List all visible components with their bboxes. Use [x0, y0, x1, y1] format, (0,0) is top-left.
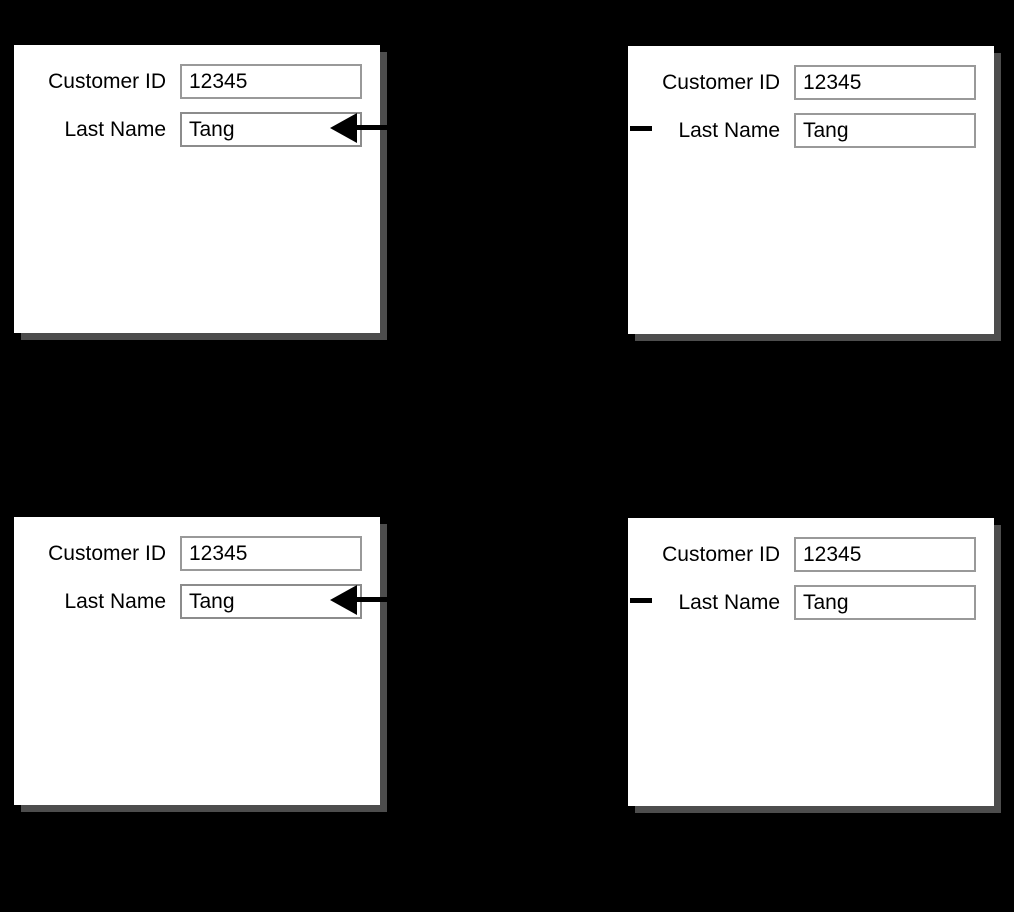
connector-line-segment: [357, 597, 397, 602]
form-row-customer-id: Customer ID 12345: [14, 63, 380, 99]
input-customer-id[interactable]: 12345: [794, 64, 976, 100]
label-last-name: Last Name: [678, 590, 780, 614]
panel-surface: Customer ID 12345 Last Name Tang: [14, 517, 380, 805]
input-customer-id[interactable]: 12345: [180, 63, 362, 99]
panel-top-left: Customer ID 12345 Last Name Tang: [14, 45, 387, 340]
input-last-name[interactable]: Tang: [794, 112, 976, 148]
input-customer-id[interactable]: 12345: [794, 536, 976, 572]
panel-surface: Customer ID 12345 Last Name Tang: [14, 45, 380, 333]
label-last-name: Last Name: [64, 589, 166, 613]
form-row-customer-id: Customer ID 12345: [14, 535, 380, 571]
label-customer-id: Customer ID: [662, 70, 780, 94]
input-customer-id[interactable]: 12345: [180, 535, 362, 571]
form-row-last-name: Last Name Tang: [628, 112, 994, 148]
label-last-name: Last Name: [64, 117, 166, 141]
form-row-last-name: Last Name Tang: [14, 583, 380, 619]
connector-dash-top-right-in: [630, 126, 652, 131]
label-customer-id: Customer ID: [48, 541, 166, 565]
connector-dash-top-left-out: [377, 125, 395, 130]
connector-line-bottom-left-out: [381, 597, 395, 602]
form-row-customer-id: Customer ID 12345: [628, 536, 994, 572]
connector-line-bottom-right-out: [607, 597, 625, 602]
form-row-last-name: Last Name Tang: [14, 111, 380, 147]
connector-dash-top-right-out: [607, 125, 625, 130]
panel-surface: Customer ID 12345 Last Name Tang: [628, 46, 994, 334]
connector-dash-bottom-right-in: [630, 598, 652, 603]
panel-top-right: Customer ID 12345 Last Name Tang: [628, 46, 1001, 341]
panel-bottom-left: Customer ID 12345 Last Name Tang: [14, 517, 397, 812]
label-customer-id: Customer ID: [662, 542, 780, 566]
connector-line-segment: [357, 125, 379, 130]
panel-surface: Customer ID 12345 Last Name Tang: [628, 518, 994, 806]
form-row-customer-id: Customer ID 12345: [628, 64, 994, 100]
form-row-last-name: Last Name Tang: [628, 584, 994, 620]
input-last-name[interactable]: Tang: [794, 584, 976, 620]
panel-bottom-right: Customer ID 12345 Last Name Tang: [628, 518, 1001, 813]
connector-arrowhead-icon: [330, 113, 357, 143]
label-customer-id: Customer ID: [48, 69, 166, 93]
label-last-name: Last Name: [678, 118, 780, 142]
connector-arrowhead-icon: [330, 585, 357, 615]
